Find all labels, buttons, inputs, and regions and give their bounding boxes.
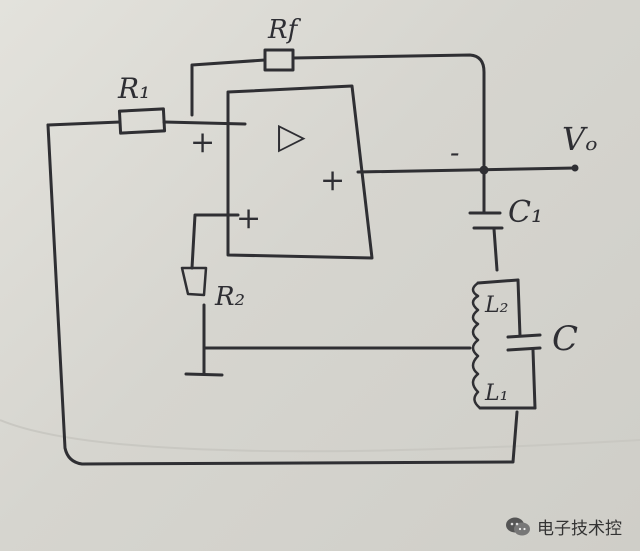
inductor-coil xyxy=(471,281,482,410)
c-wire-bottom xyxy=(531,348,537,410)
label-minus: - xyxy=(450,136,459,169)
r1-wire-right xyxy=(162,120,247,126)
watermark: 电子技术控 xyxy=(505,514,622,539)
return-loop xyxy=(46,123,519,466)
rf-wire-right xyxy=(291,53,486,167)
opamp-body xyxy=(226,84,374,260)
paper-crease xyxy=(0,419,640,453)
label-plus-left: + xyxy=(190,125,215,160)
c-plate-bottom xyxy=(506,346,542,352)
r1-resistor xyxy=(117,107,167,135)
r2-resistor xyxy=(180,266,208,297)
label-vout: Vₒ xyxy=(562,120,597,158)
label-l2: L₂ xyxy=(484,293,508,318)
c1-wire-bottom xyxy=(492,227,499,272)
label-plus-bottom: + xyxy=(236,201,261,236)
c-plate-top xyxy=(506,333,542,339)
rf-resistor xyxy=(263,48,295,72)
r2-wire-top xyxy=(190,213,240,270)
r1-wire-left xyxy=(46,120,122,127)
label-rf: Rf xyxy=(267,15,302,45)
label-r1: R₁ xyxy=(117,72,150,105)
label-c1: C₁ xyxy=(508,195,543,230)
output-wire xyxy=(356,166,577,174)
wechat-icon xyxy=(505,516,531,538)
watermark-text: 电子技术控 xyxy=(537,519,622,539)
c-wire-top xyxy=(516,278,522,338)
rf-wire-left xyxy=(190,58,267,117)
label-c: C xyxy=(552,319,578,359)
label-l1: L₁ xyxy=(484,381,508,406)
label-r2: R₂ xyxy=(214,282,245,312)
label-plus-out: + xyxy=(320,163,345,198)
opamp-symbol: ▷ xyxy=(278,116,306,157)
output-terminal xyxy=(571,164,579,172)
tank-top xyxy=(476,278,520,285)
